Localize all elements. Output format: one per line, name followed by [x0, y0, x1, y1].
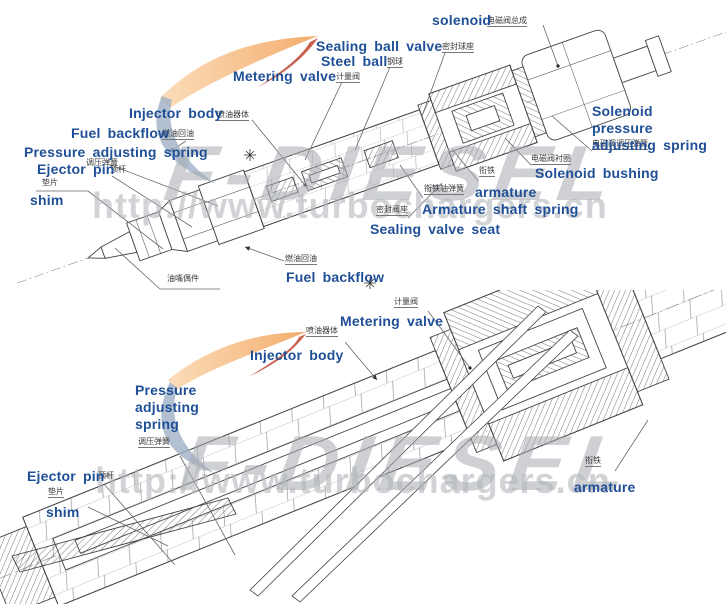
- label-shim-top-en: shim: [30, 192, 64, 208]
- watermark-brand-bottom: F-DIESEL: [175, 419, 641, 507]
- label-solenoid-bushing-en: Solenoid bushing: [535, 165, 659, 181]
- ring-section: [429, 328, 498, 454]
- bolt-marks-top: [244, 149, 376, 289]
- label-metering-valve-top-en: Metering valve: [233, 68, 337, 84]
- step-ring: [417, 99, 455, 170]
- label-shim-bottom-zh: 垫片: [48, 487, 64, 498]
- main-body-surface: [243, 109, 440, 228]
- bushing-ring: [511, 66, 548, 138]
- label-solenoid-bushing-zh: 电磁阀衬圈: [531, 154, 571, 165]
- retainer: [168, 189, 219, 252]
- collar-chamfer: [158, 199, 189, 252]
- label-armature-shaft-spring-en: Armature shaft spring: [422, 201, 579, 217]
- label-sealing-valve-seat-zh: 密封阀座: [376, 205, 408, 216]
- label-sealing-ball-valve-zh: 密封球座: [442, 42, 474, 53]
- label-injector-body-bottom-en: Injector body: [250, 347, 344, 363]
- label-metering-valve-top-zh: 计量阀: [336, 72, 360, 83]
- label-pressure-adjusting-spring-top-en: Pressure adjusting spring: [24, 144, 208, 160]
- label-injector-body-top-en: Injector body: [129, 105, 223, 121]
- label-shim-top-zh: 垫片: [42, 178, 58, 187]
- label-solenoid-pressure-adjusting-spring-en: Solenoid pressure adjusting spring: [592, 103, 708, 153]
- injector-assembly-bottom: [0, 290, 726, 604]
- label-solenoid-en: solenoid: [432, 12, 492, 28]
- solenoid-end: [627, 290, 726, 360]
- nozzle-cone: [100, 230, 138, 259]
- label-armature-bottom-en: armature: [574, 479, 636, 495]
- inner-rod: [74, 387, 457, 554]
- label-ejector-pin-bottom-en: Ejector pin: [27, 468, 105, 484]
- valve-core: [477, 307, 607, 411]
- section-window-1: [265, 176, 299, 203]
- label-fuel-backflow-lower-en: Fuel backflow: [286, 269, 385, 285]
- label-metering-valve-bottom-en: Metering valve: [340, 313, 444, 329]
- watermark-url-bottom: http://www.turbochargers.cn: [95, 460, 611, 501]
- label-sealing-valve-seat-en: Sealing valve seat: [370, 221, 501, 237]
- label-fuel-backflow-upper-en: Fuel backflow: [71, 125, 170, 141]
- nozzle-nut: [125, 211, 173, 262]
- label-pressure-adjusting-spring-bottom-en: Pressure adjusting spring: [135, 382, 200, 432]
- solenoid-core: [451, 92, 515, 144]
- label-metering-valve-bottom-zh: 计量阀: [394, 297, 418, 308]
- label-steel-ball-en: Steel ball: [321, 53, 388, 69]
- solenoid-block: [428, 64, 538, 172]
- label-armature-top-en: armature: [475, 184, 537, 200]
- bottom-drawing-svg: [0, 290, 726, 604]
- section-window-2: [300, 157, 349, 192]
- label-fuel-backflow-lower-zh: 燃油回油: [285, 254, 317, 265]
- label-injector-body-bottom-zh: 喷油器体: [306, 326, 338, 337]
- valve-block: [443, 290, 644, 462]
- connector-end: [644, 35, 672, 77]
- section-window-3: [363, 140, 399, 169]
- rod-2: [291, 329, 579, 603]
- label-steel-ball-zh: 钢球: [387, 57, 403, 68]
- leader-lines-bottom: [87, 310, 649, 566]
- label-armature-top-zh: 衔铁: [479, 166, 495, 177]
- label-nozzle-couple-zh: 油嘴偶件: [167, 274, 199, 283]
- label-solenoid-zh: 电磁阀总成: [487, 16, 527, 27]
- cap-nut: [197, 169, 265, 246]
- label-ejector-pin-top-en: Ejector pin: [37, 161, 115, 177]
- centerline: [0, 290, 726, 589]
- label-armature-shaft-spring-zh: 衔铁轴弹簧: [424, 184, 464, 195]
- armature-section: [587, 290, 670, 393]
- label-shim-bottom-en: shim: [46, 504, 80, 520]
- nozzle-tip: [86, 246, 106, 259]
- connector-stem: [612, 45, 657, 84]
- label-sealing-ball-valve-en: Sealing ball valve: [316, 38, 443, 54]
- label-armature-bottom-zh: 衔铁: [585, 456, 601, 467]
- left-nut: [0, 525, 56, 604]
- label-pressure-adjusting-spring-bottom-zh: 调压弹簧: [138, 437, 170, 448]
